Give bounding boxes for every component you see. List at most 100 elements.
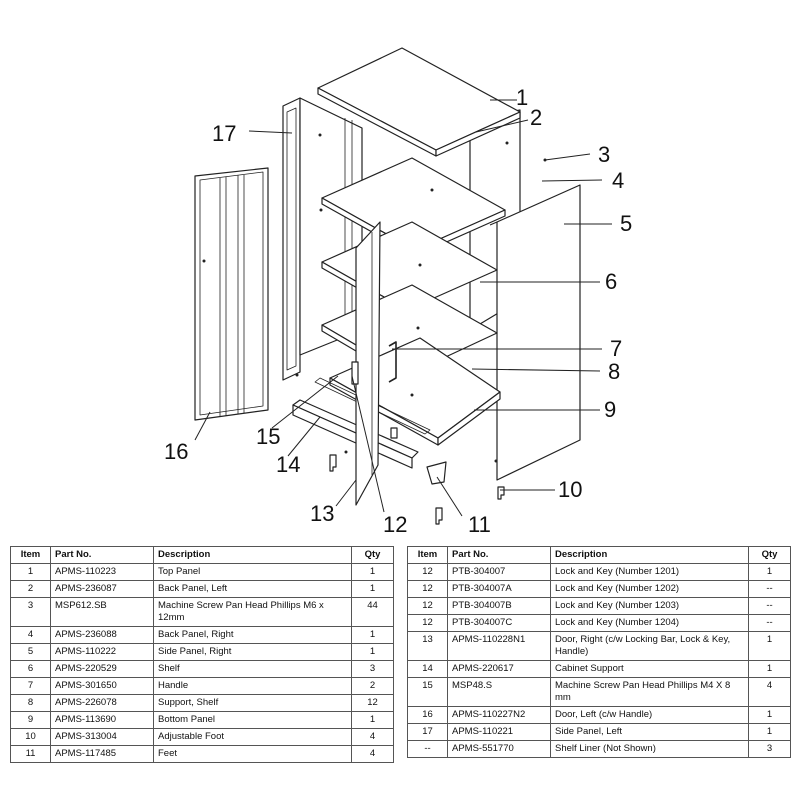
cell-item: 8 <box>10 694 51 712</box>
cell-item: 9 <box>10 711 51 729</box>
callout-4: 4 <box>612 168 624 193</box>
cell-qty: -- <box>748 614 791 632</box>
adjustable-foot-back <box>390 427 398 439</box>
cell-qty: 12 <box>351 694 394 712</box>
cell-qty: -- <box>748 597 791 615</box>
cell-qty: 1 <box>748 563 791 581</box>
cell-description: Shelf <box>153 660 352 678</box>
cell-item: 14 <box>407 660 448 678</box>
cell-description: Top Panel <box>153 563 352 581</box>
cell-qty: 1 <box>351 580 394 598</box>
cell-item: 7 <box>10 677 51 695</box>
door-right <box>355 221 381 506</box>
cell-part-no: PTB-304007A <box>447 580 551 598</box>
adjustable-foot-right <box>497 486 505 500</box>
side-panel-left <box>282 97 301 381</box>
cell-part-no: PTB-304007B <box>447 597 551 615</box>
cell-part-no: APMS-226078 <box>50 694 154 712</box>
cell-qty: 2 <box>351 677 394 695</box>
cell-part-no: APMS-110228N1 <box>447 631 551 661</box>
cell-description: Lock and Key (Number 1203) <box>550 597 749 615</box>
table-header-row: Item Part No. Description Qty <box>10 546 394 564</box>
header-qty: Qty <box>748 546 791 564</box>
header-description: Description <box>153 546 352 564</box>
adjustable-foot-left <box>329 454 337 472</box>
cell-description: Side Panel, Left <box>550 723 749 741</box>
cell-part-no: APMS-220617 <box>447 660 551 678</box>
cell-part-no: MSP48.S <box>447 677 551 707</box>
door-left <box>194 167 269 421</box>
cell-item: 10 <box>10 728 51 746</box>
cell-part-no: APMS-236088 <box>50 626 154 644</box>
cell-qty: 1 <box>351 626 394 644</box>
cell-description: Handle <box>153 677 352 695</box>
cell-part-no: APMS-110223 <box>50 563 154 581</box>
callout-2: 2 <box>530 105 542 130</box>
cell-item: 3 <box>10 597 51 627</box>
callout-1: 1 <box>516 85 528 110</box>
cell-item: 1 <box>10 563 51 581</box>
cell-description: Lock and Key (Number 1204) <box>550 614 749 632</box>
callout-6: 6 <box>605 269 617 294</box>
cell-description: Cabinet Support <box>550 660 749 678</box>
cell-qty: 1 <box>351 711 394 729</box>
cell-part-no: APMS-551770 <box>447 740 551 758</box>
cell-part-no: APMS-110221 <box>447 723 551 741</box>
cell-description: Shelf Liner (Not Shown) <box>550 740 749 758</box>
callout-3: 3 <box>598 142 610 167</box>
callout-5: 5 <box>620 211 632 236</box>
cell-part-no: APMS-110227N2 <box>447 706 551 724</box>
cell-description: Feet <box>153 745 352 763</box>
callout-7: 7 <box>610 336 622 361</box>
cell-qty: 1 <box>748 723 791 741</box>
header-part-no: Part No. <box>50 546 154 564</box>
header-item: Item <box>10 546 51 564</box>
cell-qty: -- <box>748 580 791 598</box>
table-header-row: Item Part No. Description Qty <box>407 546 791 564</box>
handle <box>388 341 397 383</box>
cell-item: 15 <box>407 677 448 707</box>
cell-item: 11 <box>10 745 51 763</box>
callout-13: 13 <box>310 501 334 526</box>
cell-description: Door, Right (c/w Locking Bar, Lock & Key… <box>550 631 749 661</box>
cell-qty: 4 <box>351 745 394 763</box>
cell-part-no: APMS-117485 <box>50 745 154 763</box>
callout-8: 8 <box>608 359 620 384</box>
lock <box>351 361 359 385</box>
cell-item: 12 <box>407 563 448 581</box>
cell-part-no: APMS-110222 <box>50 643 154 661</box>
cell-description: Support, Shelf <box>153 694 352 712</box>
cell-description: Lock and Key (Number 1201) <box>550 563 749 581</box>
cell-item: 5 <box>10 643 51 661</box>
cell-item: 4 <box>10 626 51 644</box>
cell-description: Side Panel, Right <box>153 643 352 661</box>
cell-qty: 1 <box>351 563 394 581</box>
cell-description: Machine Screw Pan Head Phillips M6 x 12m… <box>153 597 352 627</box>
cell-description: Door, Left (c/w Handle) <box>550 706 749 724</box>
cell-item: 17 <box>407 723 448 741</box>
cell-part-no: PTB-304007C <box>447 614 551 632</box>
cell-item: 16 <box>407 706 448 724</box>
cell-item: 12 <box>407 614 448 632</box>
cell-part-no: APMS-313004 <box>50 728 154 746</box>
exploded-assembly-diagram: 1 2 3 4 5 6 7 8 9 10 11 12 13 14 15 16 1… <box>164 47 632 537</box>
